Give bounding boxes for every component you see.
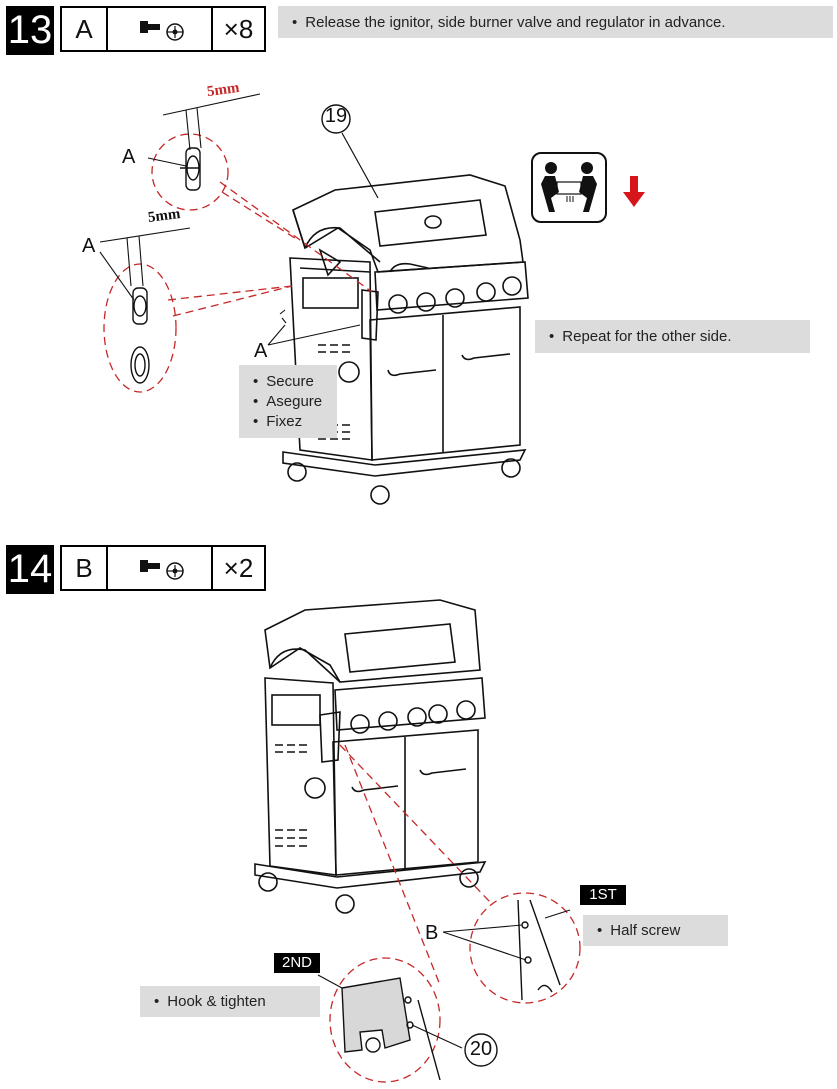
two-person-lift-icon: [531, 152, 607, 223]
label-a-left: A: [82, 235, 96, 257]
secure-es: Asegure: [266, 392, 323, 410]
part-quantity: ×2: [223, 552, 254, 583]
label-a-secure: A: [254, 340, 268, 362]
step-13-note: •Release the ignitor, side burner valve …: [278, 6, 833, 38]
hook-tighten-note: •Hook & tighten: [140, 986, 320, 1017]
part-letter: A: [62, 8, 108, 50]
step-13-number: 13: [6, 6, 54, 55]
first-step-tag: 1ST: [580, 885, 626, 905]
label-b: B: [425, 922, 439, 944]
callout-19-label: 19: [324, 105, 348, 127]
screw-with-washer-icon: [108, 8, 213, 50]
hook-tighten-text: Hook & tighten: [167, 993, 266, 1010]
callout-20-circle: [464, 1033, 498, 1067]
screw-with-washer-icon: [108, 547, 213, 589]
half-screw-note: •Half screw: [583, 915, 728, 946]
repeat-note-text: Repeat for the other side.: [562, 328, 732, 345]
repeat-note: •Repeat for the other side.: [535, 320, 810, 353]
step-13-parts-box: A ×8: [60, 6, 266, 52]
step-13-note-text: Release the ignitor, side burner valve a…: [305, 13, 726, 31]
step-14-number: 14: [6, 545, 54, 594]
down-arrow-icon: [623, 176, 645, 213]
half-screw-text: Half screw: [610, 922, 681, 939]
label-a-top: A: [122, 146, 136, 168]
step-14-parts-box: B ×2: [60, 545, 266, 591]
secure-fr: Fixez: [266, 412, 303, 430]
second-step-tag: 2ND: [274, 953, 320, 973]
secure-en: Secure: [266, 372, 314, 390]
part-quantity: ×8: [223, 13, 254, 44]
callout-19-circle: [321, 104, 351, 134]
secure-note: •Secure •Asegure •Fixez: [239, 365, 337, 438]
part-letter: B: [62, 547, 108, 589]
callout-20-label: 20: [469, 1038, 493, 1060]
